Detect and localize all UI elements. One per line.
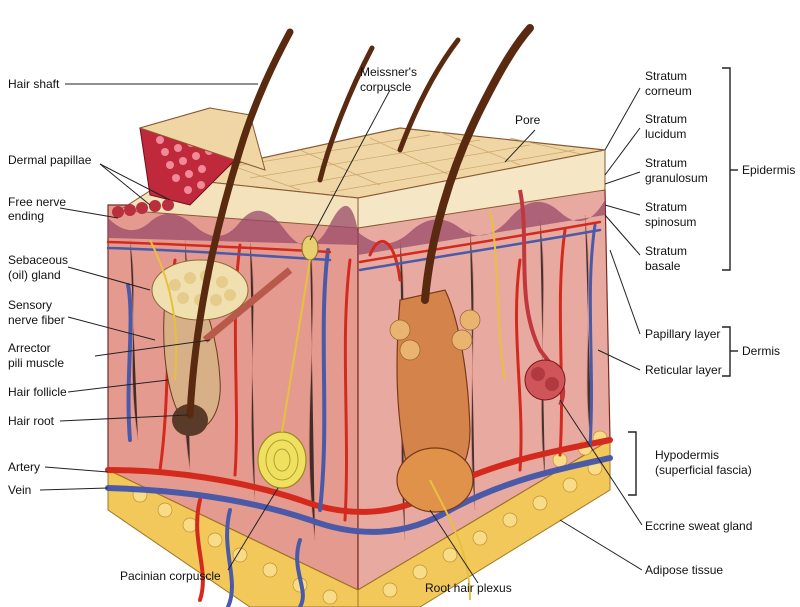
label-spinosum-2: spinosum	[645, 215, 696, 229]
labels-bottom: Pacinian corpuscle Root hair plexus	[120, 569, 512, 595]
pacinian-corpuscle	[257, 431, 307, 489]
label-eccrine: Eccrine sweat gland	[645, 519, 752, 533]
stratum-basale-front	[108, 205, 358, 246]
hypodermis-bracket	[628, 431, 637, 496]
label-meissner-1: Meissner's	[360, 65, 417, 79]
sebaceous-gland-right	[389, 309, 481, 361]
label-meissner-2: corpuscle	[360, 80, 412, 94]
eccrine-sweat-gland	[518, 189, 566, 406]
label-pacinian: Pacinian corpuscle	[120, 569, 221, 583]
label-vein: Vein	[8, 483, 31, 497]
label-granulosum-1: Stratum	[645, 156, 687, 170]
artery-main	[105, 437, 613, 515]
label-corneum-2: corneum	[645, 84, 692, 98]
label-corneum-1: Stratum	[645, 69, 687, 83]
label-sebaceous-2: (oil) gland	[8, 268, 61, 282]
stratum-basale-right	[358, 200, 605, 255]
leader-lines	[39, 83, 643, 584]
hair-shaft-middle	[317, 45, 375, 183]
label-root-plexus: Root hair plexus	[425, 581, 512, 595]
skin-block-illustration	[105, 24, 613, 607]
hair-shaft-right	[421, 24, 534, 304]
label-hair-follicle: Hair follicle	[8, 385, 67, 399]
label-hypodermis-1: Hypodermis	[655, 448, 719, 462]
label-hair-shaft: Hair shaft	[8, 77, 60, 91]
hair-shaft-left	[186, 28, 294, 419]
label-sebaceous-1: Sebaceous	[8, 253, 68, 267]
label-adipose: Adipose tissue	[645, 563, 723, 577]
label-reticular: Reticular layer	[645, 363, 722, 377]
epidermis-flap-top	[138, 107, 266, 171]
label-sensory-1: Sensory	[8, 298, 52, 312]
hair-follicle-right	[389, 24, 534, 513]
label-basale-2: basale	[645, 259, 681, 273]
label-sensory-2: nerve fiber	[8, 313, 65, 327]
arrector-pili-muscle	[202, 267, 293, 343]
label-lucidum-2: lucidum	[645, 127, 686, 141]
nerve-fibers	[149, 209, 506, 601]
label-epidermis: Epidermis	[742, 163, 795, 177]
label-basale-1: Stratum	[645, 244, 687, 258]
free-nerve-papillae	[112, 199, 174, 218]
hypodermis-front	[107, 469, 359, 607]
epidermis-right-band	[357, 149, 606, 229]
dermis-bracket	[722, 326, 731, 377]
label-papillary: Papillary layer	[645, 327, 720, 341]
labels-left: Hair shaft Dermal papillae Free nerve en…	[8, 77, 92, 497]
label-arrector-1: Arrector	[8, 341, 51, 355]
hair-follicle-left	[151, 28, 294, 436]
epidermis-bracket	[722, 67, 731, 271]
label-hair-root: Hair root	[8, 414, 55, 428]
label-arrector-2: pili muscle	[8, 356, 64, 370]
label-spinosum-1: Stratum	[645, 200, 687, 214]
label-dermis: Dermis	[742, 344, 780, 358]
label-free-nerve-1: Free nerve	[8, 195, 66, 209]
label-artery: Artery	[8, 460, 40, 474]
label-hypodermis-2: (superficial fascia)	[655, 463, 752, 477]
labels-top: Meissner's corpuscle Pore	[360, 65, 541, 127]
hair-shaft-middle-2	[397, 37, 461, 153]
label-lucidum-1: Stratum	[645, 112, 687, 126]
label-free-nerve-2: ending	[8, 209, 44, 223]
vein-main	[105, 455, 613, 535]
label-granulosum-2: granulosum	[645, 171, 708, 185]
labels-right: Stratum corneum Stratum lucidum Stratum …	[645, 69, 795, 577]
label-pore: Pore	[515, 113, 541, 127]
brackets	[628, 67, 738, 496]
label-dermal-papillae: Dermal papillae	[8, 153, 92, 167]
